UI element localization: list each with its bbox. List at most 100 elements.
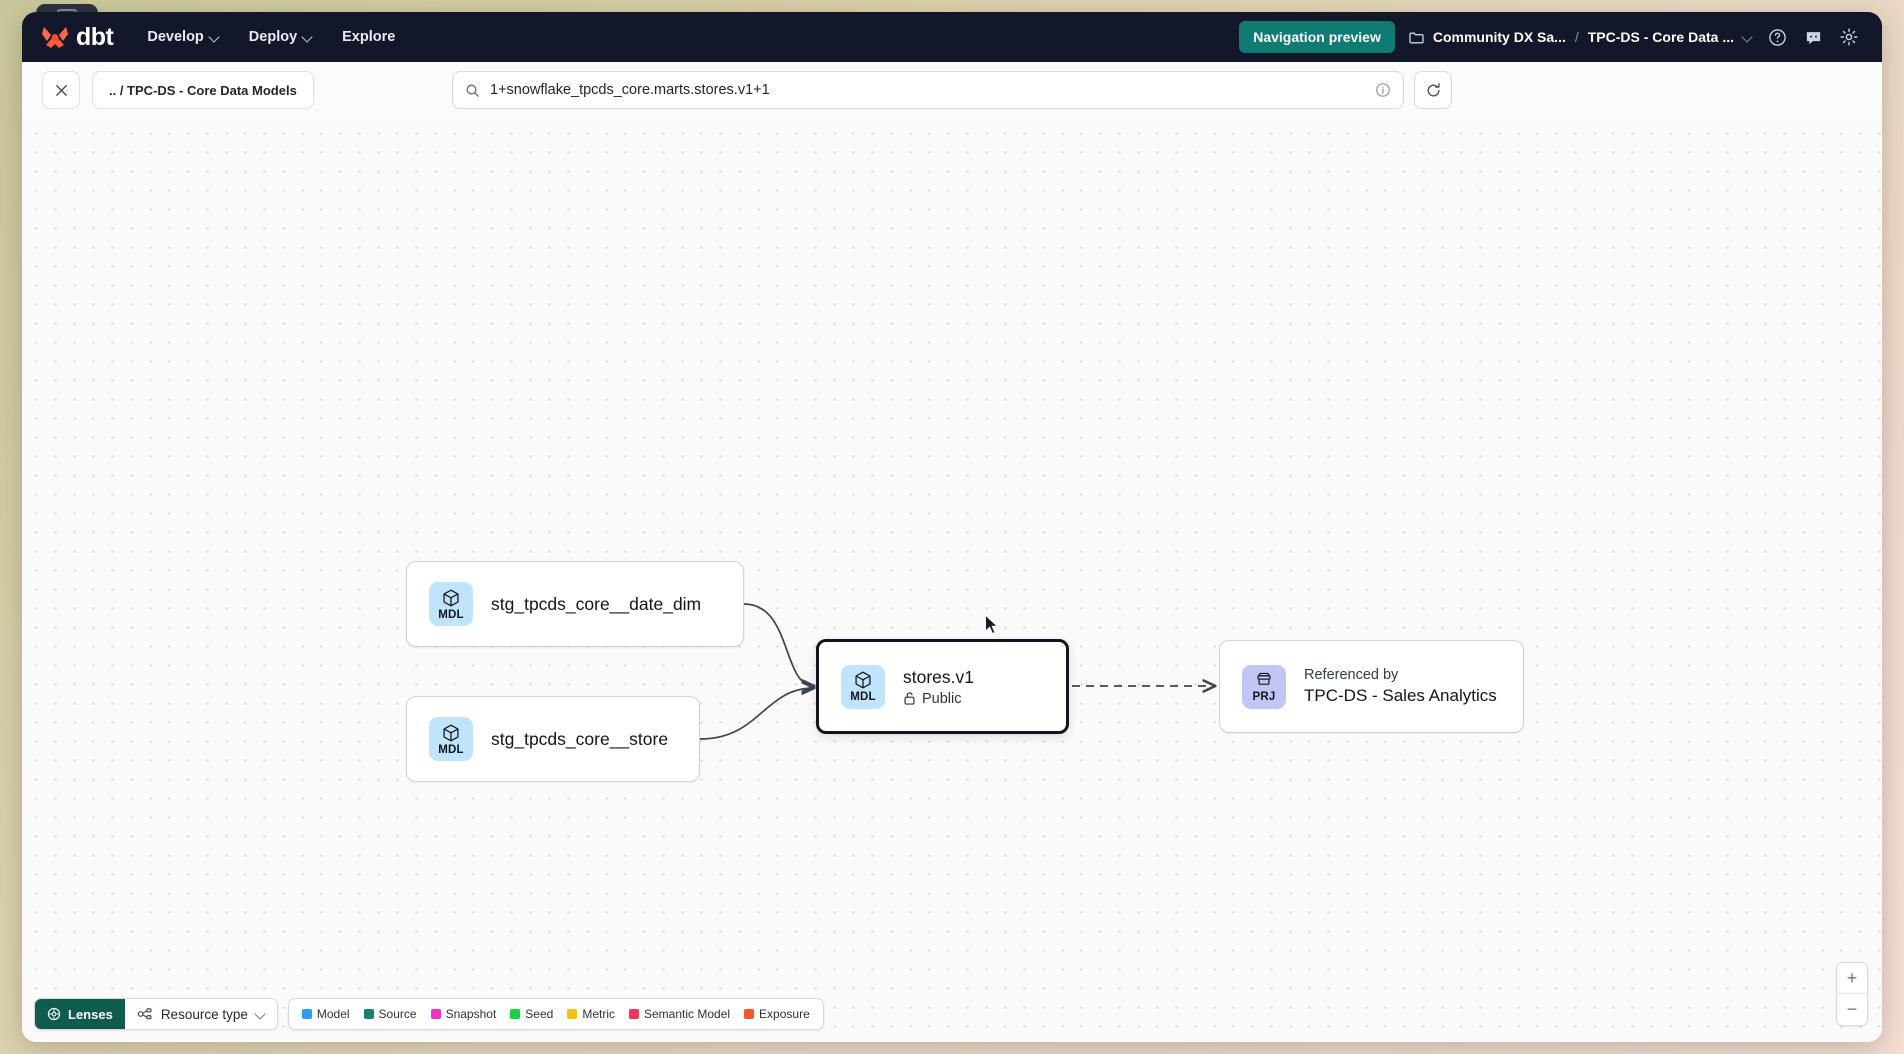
navigation-preview-badge[interactable]: Navigation preview bbox=[1239, 21, 1395, 53]
legend-swatch bbox=[744, 1009, 755, 1019]
chevron-down-icon[interactable] bbox=[1743, 33, 1752, 42]
nav-item-develop[interactable]: Develop bbox=[147, 29, 218, 45]
legend-swatch bbox=[301, 1009, 312, 1019]
edge-date-dim-to-stores bbox=[743, 603, 814, 686]
legend-label: Semantic Model bbox=[644, 1007, 731, 1021]
legend-item-metric: Metric bbox=[567, 1007, 615, 1021]
node-title: stg_tpcds_core__date_dim bbox=[491, 593, 702, 614]
node-title: stg_tpcds_core__store bbox=[491, 728, 669, 749]
resource-type-label: Resource type bbox=[160, 1006, 248, 1022]
lineage-bottom-toolbar: Lenses Resource type bbox=[34, 998, 824, 1030]
dbt-logo-icon bbox=[40, 23, 70, 51]
legend-item-semantic-model: Semantic Model bbox=[629, 1007, 730, 1021]
app-window: dbt Develop Deploy Explore Navigation pr… bbox=[22, 12, 1882, 1042]
node-badge-label: MDL bbox=[438, 743, 464, 756]
legend-swatch bbox=[567, 1009, 578, 1019]
node-badge-label: MDL bbox=[850, 691, 876, 703]
node-title: stores.v1 bbox=[903, 666, 974, 687]
nav-item-deploy[interactable]: Deploy bbox=[249, 29, 312, 45]
lenses-label: Lenses bbox=[68, 1006, 113, 1022]
graph-node-stg-store[interactable]: MDL stg_tpcds_core__store bbox=[406, 696, 700, 782]
node-type-badge-mdl: MDL bbox=[429, 582, 473, 626]
legend-item-source: Source bbox=[363, 1007, 417, 1021]
zoom-out-button[interactable]: − bbox=[1837, 994, 1867, 1025]
cube-icon bbox=[443, 589, 459, 606]
folder-icon bbox=[1409, 31, 1424, 44]
node-body: stores.v1 Public bbox=[903, 667, 974, 707]
search-field[interactable] bbox=[452, 71, 1404, 109]
lineage-edges bbox=[699, 603, 1882, 740]
lens-control-group: Lenses Resource type bbox=[34, 998, 278, 1030]
brand-label: dbt bbox=[76, 22, 114, 51]
resource-type-legend: Model Source Snapshot Seed Metric bbox=[287, 998, 824, 1030]
chevron-down-icon bbox=[256, 1010, 265, 1019]
node-access-row: Public bbox=[903, 691, 974, 707]
search-icon bbox=[465, 83, 480, 98]
node-badge-label: PRJ bbox=[1252, 691, 1276, 703]
search-input[interactable] bbox=[490, 82, 1365, 98]
node-body: Referenced by TPC-DS - Sales Analytics bbox=[1304, 667, 1497, 706]
close-icon[interactable] bbox=[42, 71, 80, 109]
lens-icon bbox=[47, 1007, 61, 1021]
node-kicker: Referenced by bbox=[1304, 667, 1399, 683]
legend-label: Snapshot bbox=[445, 1007, 497, 1021]
node-badge-label: MDL bbox=[438, 608, 464, 621]
cube-icon bbox=[855, 671, 871, 689]
resource-graph-icon bbox=[137, 1007, 153, 1021]
lineage-search-area bbox=[452, 71, 1452, 109]
breadcrumb-project[interactable]: TPC-DS - Core Data ... bbox=[1587, 29, 1734, 45]
legend-label: Source bbox=[378, 1007, 417, 1021]
legend-label: Metric bbox=[582, 1007, 615, 1021]
project-breadcrumb-pill[interactable]: .. / TPC-DS - Core Data Models bbox=[92, 71, 314, 109]
legend-label: Exposure bbox=[759, 1007, 810, 1021]
legend-swatch bbox=[430, 1009, 441, 1019]
unlock-icon bbox=[903, 691, 916, 706]
chevron-down-icon bbox=[210, 33, 219, 42]
legend-label: Model bbox=[316, 1007, 350, 1021]
primary-nav: Develop Deploy Explore bbox=[147, 29, 395, 45]
dbt-brand[interactable]: dbt bbox=[40, 22, 114, 52]
legend-item-exposure: Exposure bbox=[744, 1007, 810, 1021]
nav-item-develop-label: Develop bbox=[147, 29, 204, 45]
legend-item-model: Model bbox=[301, 1007, 350, 1021]
lenses-button[interactable]: Lenses bbox=[35, 999, 125, 1029]
nav-item-explore[interactable]: Explore bbox=[342, 29, 395, 45]
zoom-in-button[interactable]: + bbox=[1837, 963, 1867, 994]
breadcrumb-separator: / bbox=[1574, 29, 1579, 45]
edge-store-to-stores bbox=[699, 688, 814, 740]
help-circle-icon[interactable] bbox=[1766, 26, 1788, 48]
chevron-down-icon bbox=[303, 33, 312, 42]
node-body: stg_tpcds_core__store bbox=[491, 729, 668, 750]
graph-node-sales-analytics[interactable]: PRJ Referenced by TPC-DS - Sales Analyti… bbox=[1219, 640, 1524, 733]
graph-node-stg-date-dim[interactable]: MDL stg_tpcds_core__date_dim bbox=[406, 561, 744, 647]
info-circle-icon[interactable] bbox=[1375, 82, 1391, 98]
node-access-label: Public bbox=[922, 690, 962, 707]
nav-item-explore-label: Explore bbox=[342, 29, 396, 45]
node-type-badge-mdl: MDL bbox=[841, 664, 885, 709]
feedback-chat-icon[interactable] bbox=[1802, 26, 1824, 48]
resource-type-dropdown[interactable]: Resource type bbox=[124, 999, 277, 1029]
lineage-canvas[interactable]: MDL stg_tpcds_core__date_dim MDL stg_tpc… bbox=[22, 118, 1882, 1042]
legend-swatch bbox=[629, 1009, 639, 1019]
nav-item-deploy-label: Deploy bbox=[248, 29, 298, 45]
cube-icon bbox=[443, 724, 459, 741]
node-body: stg_tpcds_core__date_dim bbox=[491, 594, 701, 615]
lineage-subheader: .. / TPC-DS - Core Data Models bbox=[22, 62, 1882, 118]
refresh-icon[interactable] bbox=[1414, 71, 1452, 109]
top-nav-right: Navigation preview Community DX Sa... / … bbox=[1239, 21, 1860, 53]
zoom-controls: + − bbox=[1836, 962, 1868, 1026]
node-title: TPC-DS - Sales Analytics bbox=[1304, 686, 1497, 705]
node-type-badge-mdl: MDL bbox=[429, 717, 473, 761]
top-navigation-bar: dbt Develop Deploy Explore Navigation pr… bbox=[22, 12, 1882, 62]
node-type-badge-prj: PRJ bbox=[1242, 664, 1286, 709]
legend-label: Seed bbox=[525, 1007, 554, 1021]
legend-swatch bbox=[363, 1009, 374, 1019]
breadcrumb: Community DX Sa... / TPC-DS - Core Data … bbox=[1409, 29, 1752, 45]
legend-item-snapshot: Snapshot bbox=[430, 1007, 497, 1021]
graph-node-stores-v1[interactable]: MDL stores.v1 Public bbox=[816, 639, 1069, 734]
gear-icon[interactable] bbox=[1838, 26, 1860, 48]
breadcrumb-account[interactable]: Community DX Sa... bbox=[1432, 29, 1566, 45]
legend-swatch bbox=[510, 1009, 521, 1019]
legend-item-seed: Seed bbox=[510, 1007, 553, 1021]
project-stack-icon bbox=[1257, 672, 1271, 685]
